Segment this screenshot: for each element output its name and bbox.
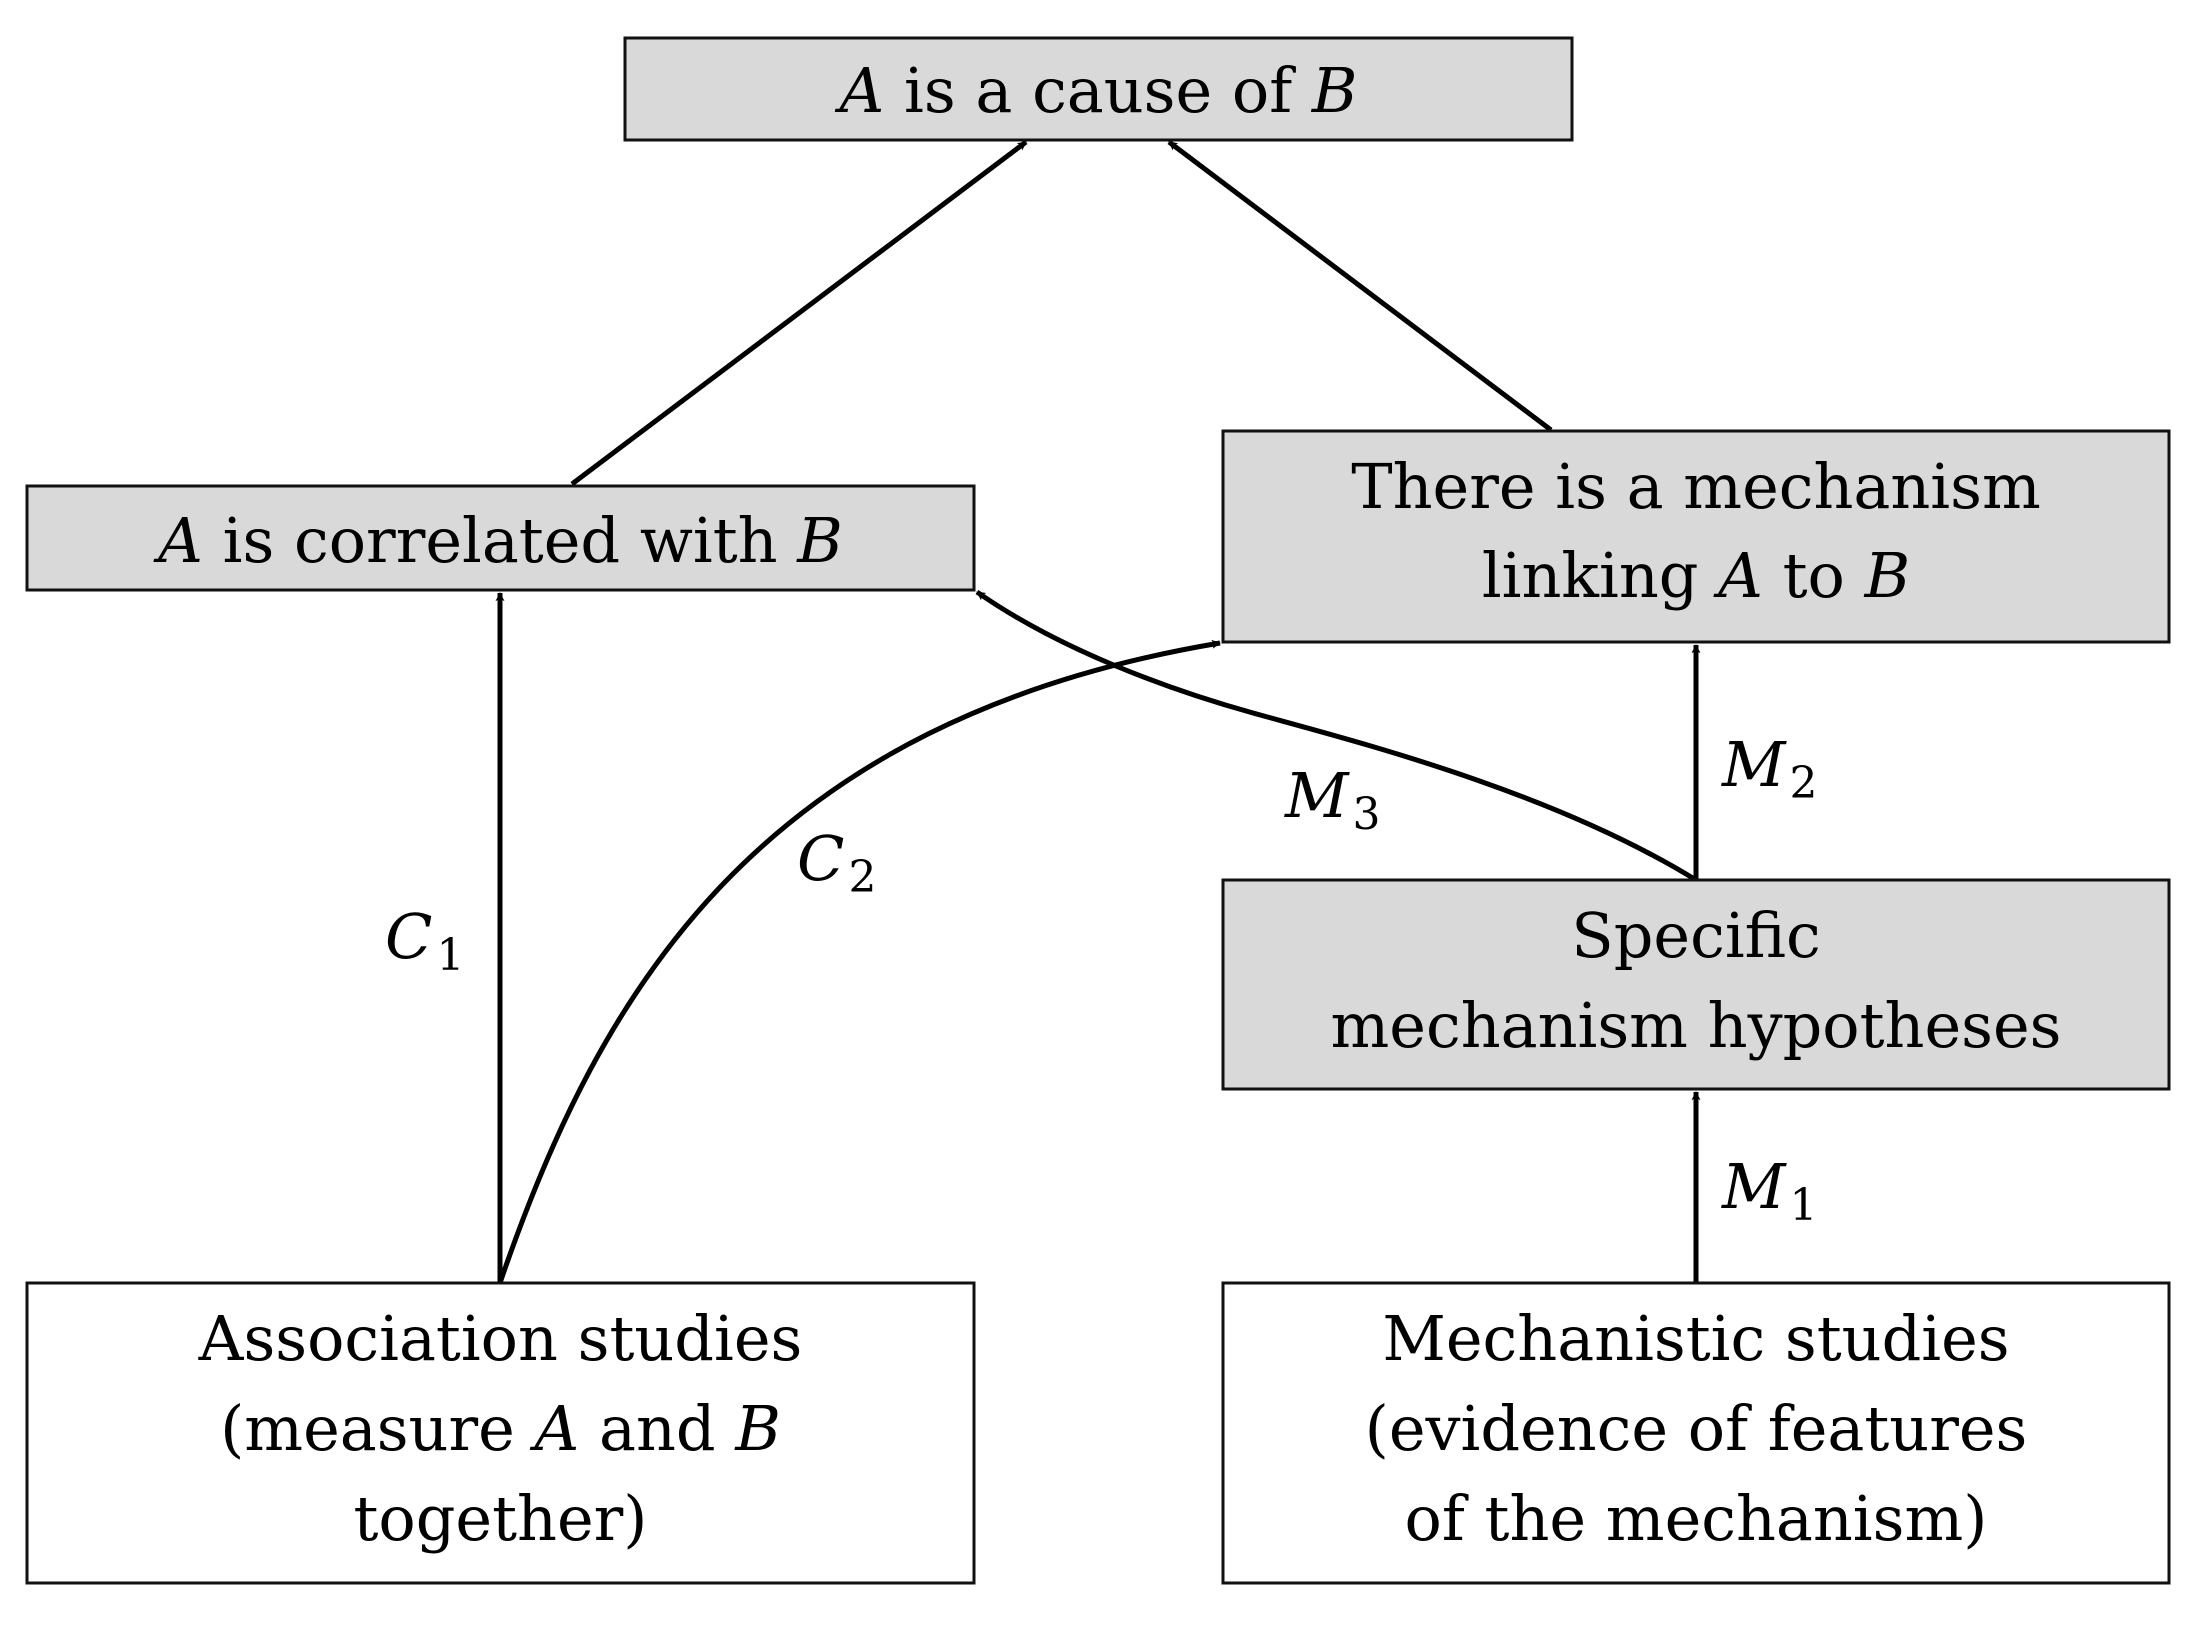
node-hypotheses-line-1: Specific (1571, 899, 1820, 972)
node-correlated: A is correlated with B (25, 484, 976, 592)
node-association-line-2: (measure A and B (220, 1392, 781, 1465)
node-mechanistic-line-1: Mechanistic studies (1382, 1302, 2009, 1375)
node-mechanistic: Mechanistic studies (evidence of features… (1221, 1281, 2171, 1585)
node-hypotheses-line-2: mechanism hypotheses (1330, 989, 2061, 1062)
node-mechanistic-line-3: of the mechanism) (1405, 1482, 1988, 1555)
node-association-line-3: together) (354, 1482, 648, 1555)
node-association-line-1: Association studies (198, 1302, 803, 1375)
edge-label-m1: M1 (1721, 1150, 1817, 1231)
node-mechanism-box (1221, 429, 2171, 644)
edge-mechanism-to-cause-arrow (1167, 140, 1553, 432)
node-correlated-line-1: A is correlated with B (153, 504, 843, 577)
edges-layer (495, 140, 1701, 1284)
node-mechanism: There is a mechanism linking A to B (1221, 429, 2171, 644)
node-association: Association studies (measure A and B toget… (25, 1281, 976, 1585)
node-hypotheses: Specific mechanism hypotheses (1221, 878, 2171, 1091)
edge-label-m2: M2 (1721, 728, 1817, 809)
node-mechanistic-line-2: (evidence of features (1365, 1392, 2028, 1465)
edge-m3-arrow (975, 589, 1698, 883)
edge-label-c1: C1 (385, 900, 464, 981)
edge-correlated-to-cause-arrow (570, 140, 1028, 486)
edge-label-m3: M3 (1284, 759, 1380, 840)
node-mechanism-line-2: linking A to B (1482, 539, 1910, 612)
edge-c2-arrow (497, 639, 1221, 1284)
edge-label-c2: C2 (797, 822, 876, 903)
node-mechanism-line-1: There is a mechanism (1351, 450, 2041, 523)
node-cause: A is a cause of B (623, 36, 1574, 142)
node-mechanistic-box (1221, 1281, 2171, 1585)
node-hypotheses-box (1221, 878, 2171, 1091)
node-correlated-box (25, 484, 976, 592)
node-cause-box (623, 36, 1574, 142)
node-cause-line-1: A is a cause of B (835, 54, 1358, 127)
node-association-box (25, 1281, 976, 1585)
nodes-layer: A is a cause of B A is correlated with B T… (25, 36, 2171, 1585)
